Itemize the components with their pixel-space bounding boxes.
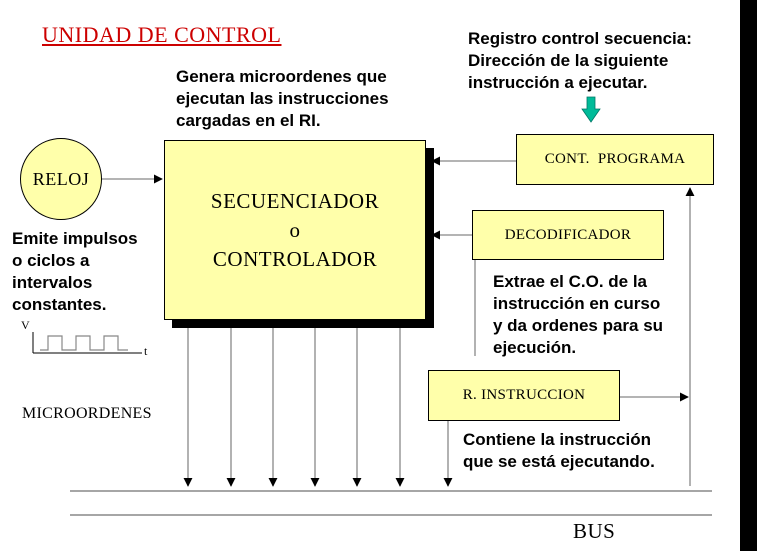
reloj-block: RELOJ <box>20 138 102 220</box>
cont-programa-label: CONT. PROGRAMA <box>544 151 686 167</box>
r-instruccion-block: R. INSTRUCCION <box>428 370 620 421</box>
note-emite-impulsos: Emite impulsos o ciclos a intervalos con… <box>12 229 138 314</box>
frame-edge <box>740 0 757 551</box>
signal-t-label: t <box>144 344 148 358</box>
controlador-label: CONTROLADOR <box>212 246 378 271</box>
r-instruccion-label: R. INSTRUCCION <box>462 387 586 403</box>
microordenes-label: MICROORDENES <box>22 405 152 422</box>
decodificador-label: DECODIFICADOR <box>504 226 632 243</box>
note-registro-control: Registro control secuencia: Dirección de… <box>468 29 692 92</box>
note-genera-microordenes: Genera microordenes que ejecutan las ins… <box>176 67 389 130</box>
diagram-canvas: UNIDAD DE CONTROL Registro control secue… <box>0 0 740 551</box>
note-extrae-co: Extrae el C.O. de la instrucción en curs… <box>493 272 664 357</box>
decodificador-block: DECODIFICADOR <box>472 210 664 260</box>
diagram-title: UNIDAD DE CONTROL <box>42 22 282 47</box>
reloj-label: RELOJ <box>32 168 90 189</box>
bus-label: BUS <box>573 519 616 543</box>
secuenciador-label: SECUENCIADOR <box>210 188 380 213</box>
note-contiene-instruccion: Contiene la instrucción que se está ejec… <box>463 430 655 471</box>
microorden-lines <box>183 322 405 487</box>
clock-signal-plot <box>32 332 142 354</box>
signal-v-label: V <box>21 318 30 332</box>
cont-programa-block: CONT. PROGRAMA <box>516 134 714 185</box>
secuenciador-block: SECUENCIADOR o CONTROLADOR <box>164 140 426 320</box>
down-arrow-icon <box>581 96 601 123</box>
secuenciador-or-label: o <box>289 217 301 242</box>
connector-layer <box>32 96 712 516</box>
